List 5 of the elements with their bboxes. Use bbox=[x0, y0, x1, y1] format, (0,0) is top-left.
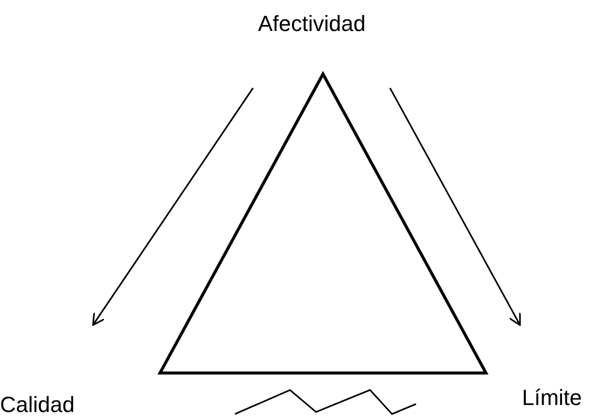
vertex-label: Límite bbox=[522, 385, 582, 411]
arrow bbox=[92, 88, 254, 326]
vertex-label: Calidad bbox=[0, 392, 75, 417]
vertex-label: Afectividad bbox=[258, 11, 366, 37]
arrow bbox=[389, 88, 521, 326]
